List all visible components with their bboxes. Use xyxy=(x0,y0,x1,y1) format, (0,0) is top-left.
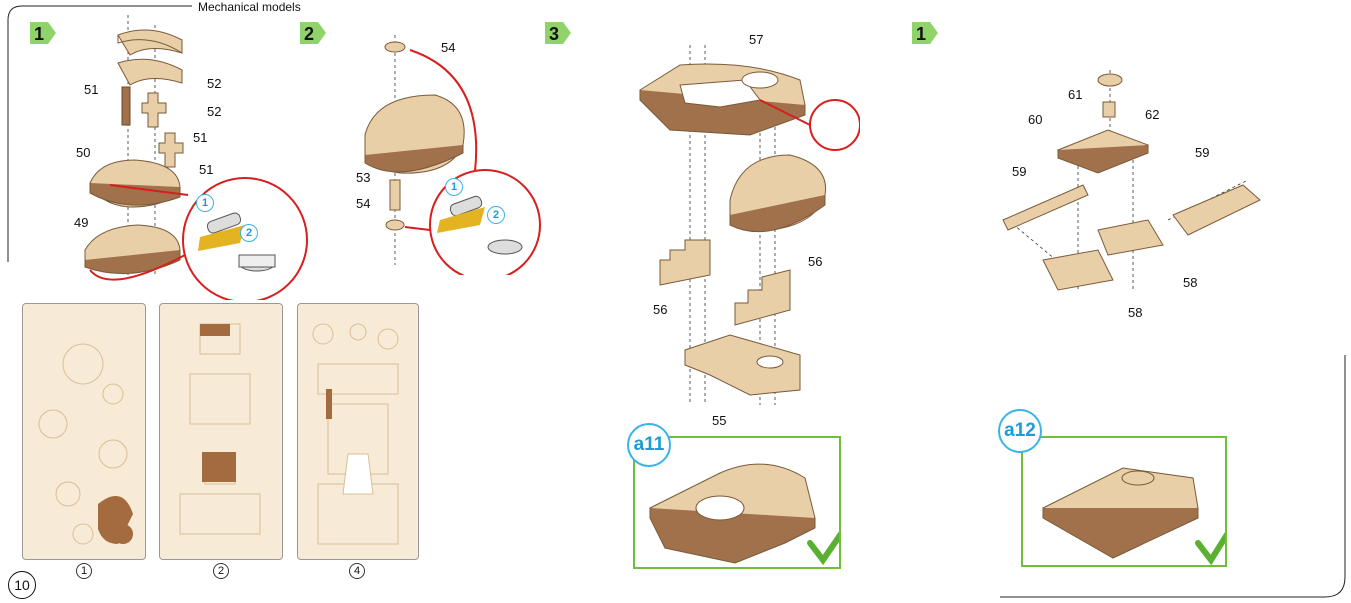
label-53: 53 xyxy=(356,170,371,185)
label-49: 49 xyxy=(74,215,89,230)
parts-sheet-2 xyxy=(159,303,283,560)
label-59a: 59 xyxy=(1012,164,1027,179)
label-54a: 54 xyxy=(441,40,456,55)
label-60: 60 xyxy=(1028,112,1043,127)
header-title: Mechanical models xyxy=(198,0,301,14)
glue-step-1-badge-b: 1 xyxy=(445,178,463,196)
label-50: 50 xyxy=(76,145,91,160)
step2-illustration xyxy=(364,35,541,275)
step-badge-1: 1 xyxy=(30,22,56,44)
step-badge-4: 1 xyxy=(912,22,938,44)
callout-a11-box xyxy=(633,436,848,569)
label-56b: 56 xyxy=(808,254,823,269)
label-56a: 56 xyxy=(653,302,668,317)
label-52b: 52 xyxy=(207,104,222,119)
label-54b: 54 xyxy=(356,196,371,211)
label-52a: 52 xyxy=(207,76,222,91)
sheet-number-1: 1 xyxy=(76,563,92,579)
parts-sheet-1 xyxy=(22,303,146,560)
parts-sheet-4 xyxy=(297,303,419,560)
sheet-number-4: 4 xyxy=(349,563,365,579)
callout-a11-badge: a11 xyxy=(627,423,671,467)
callout-a12-badge: a12 xyxy=(998,409,1042,453)
label-51a: 51 xyxy=(84,82,99,97)
page-number: 10 xyxy=(8,571,36,599)
label-55: 55 xyxy=(712,413,727,428)
label-58a: 58 xyxy=(1183,275,1198,290)
label-61: 61 xyxy=(1068,87,1083,102)
label-51c: 51 xyxy=(199,162,214,177)
step-badge-2: 2 xyxy=(300,22,326,44)
label-58b: 58 xyxy=(1128,305,1143,320)
label-57: 57 xyxy=(749,32,764,47)
step-badge-3: 3 xyxy=(545,22,571,44)
label-51b: 51 xyxy=(193,130,208,145)
step1-illustration xyxy=(84,15,308,300)
label-62: 62 xyxy=(1145,107,1160,122)
label-59b: 59 xyxy=(1195,145,1210,160)
sheet-number-2: 2 xyxy=(213,563,229,579)
step3-illustration xyxy=(639,45,860,405)
glue-step-2-badge-b: 2 xyxy=(487,206,505,224)
step4-illustration xyxy=(1002,70,1261,291)
callout-a12-box xyxy=(1021,436,1234,567)
glue-step-1-badge: 1 xyxy=(196,194,214,212)
glue-step-2-badge: 2 xyxy=(240,224,258,242)
